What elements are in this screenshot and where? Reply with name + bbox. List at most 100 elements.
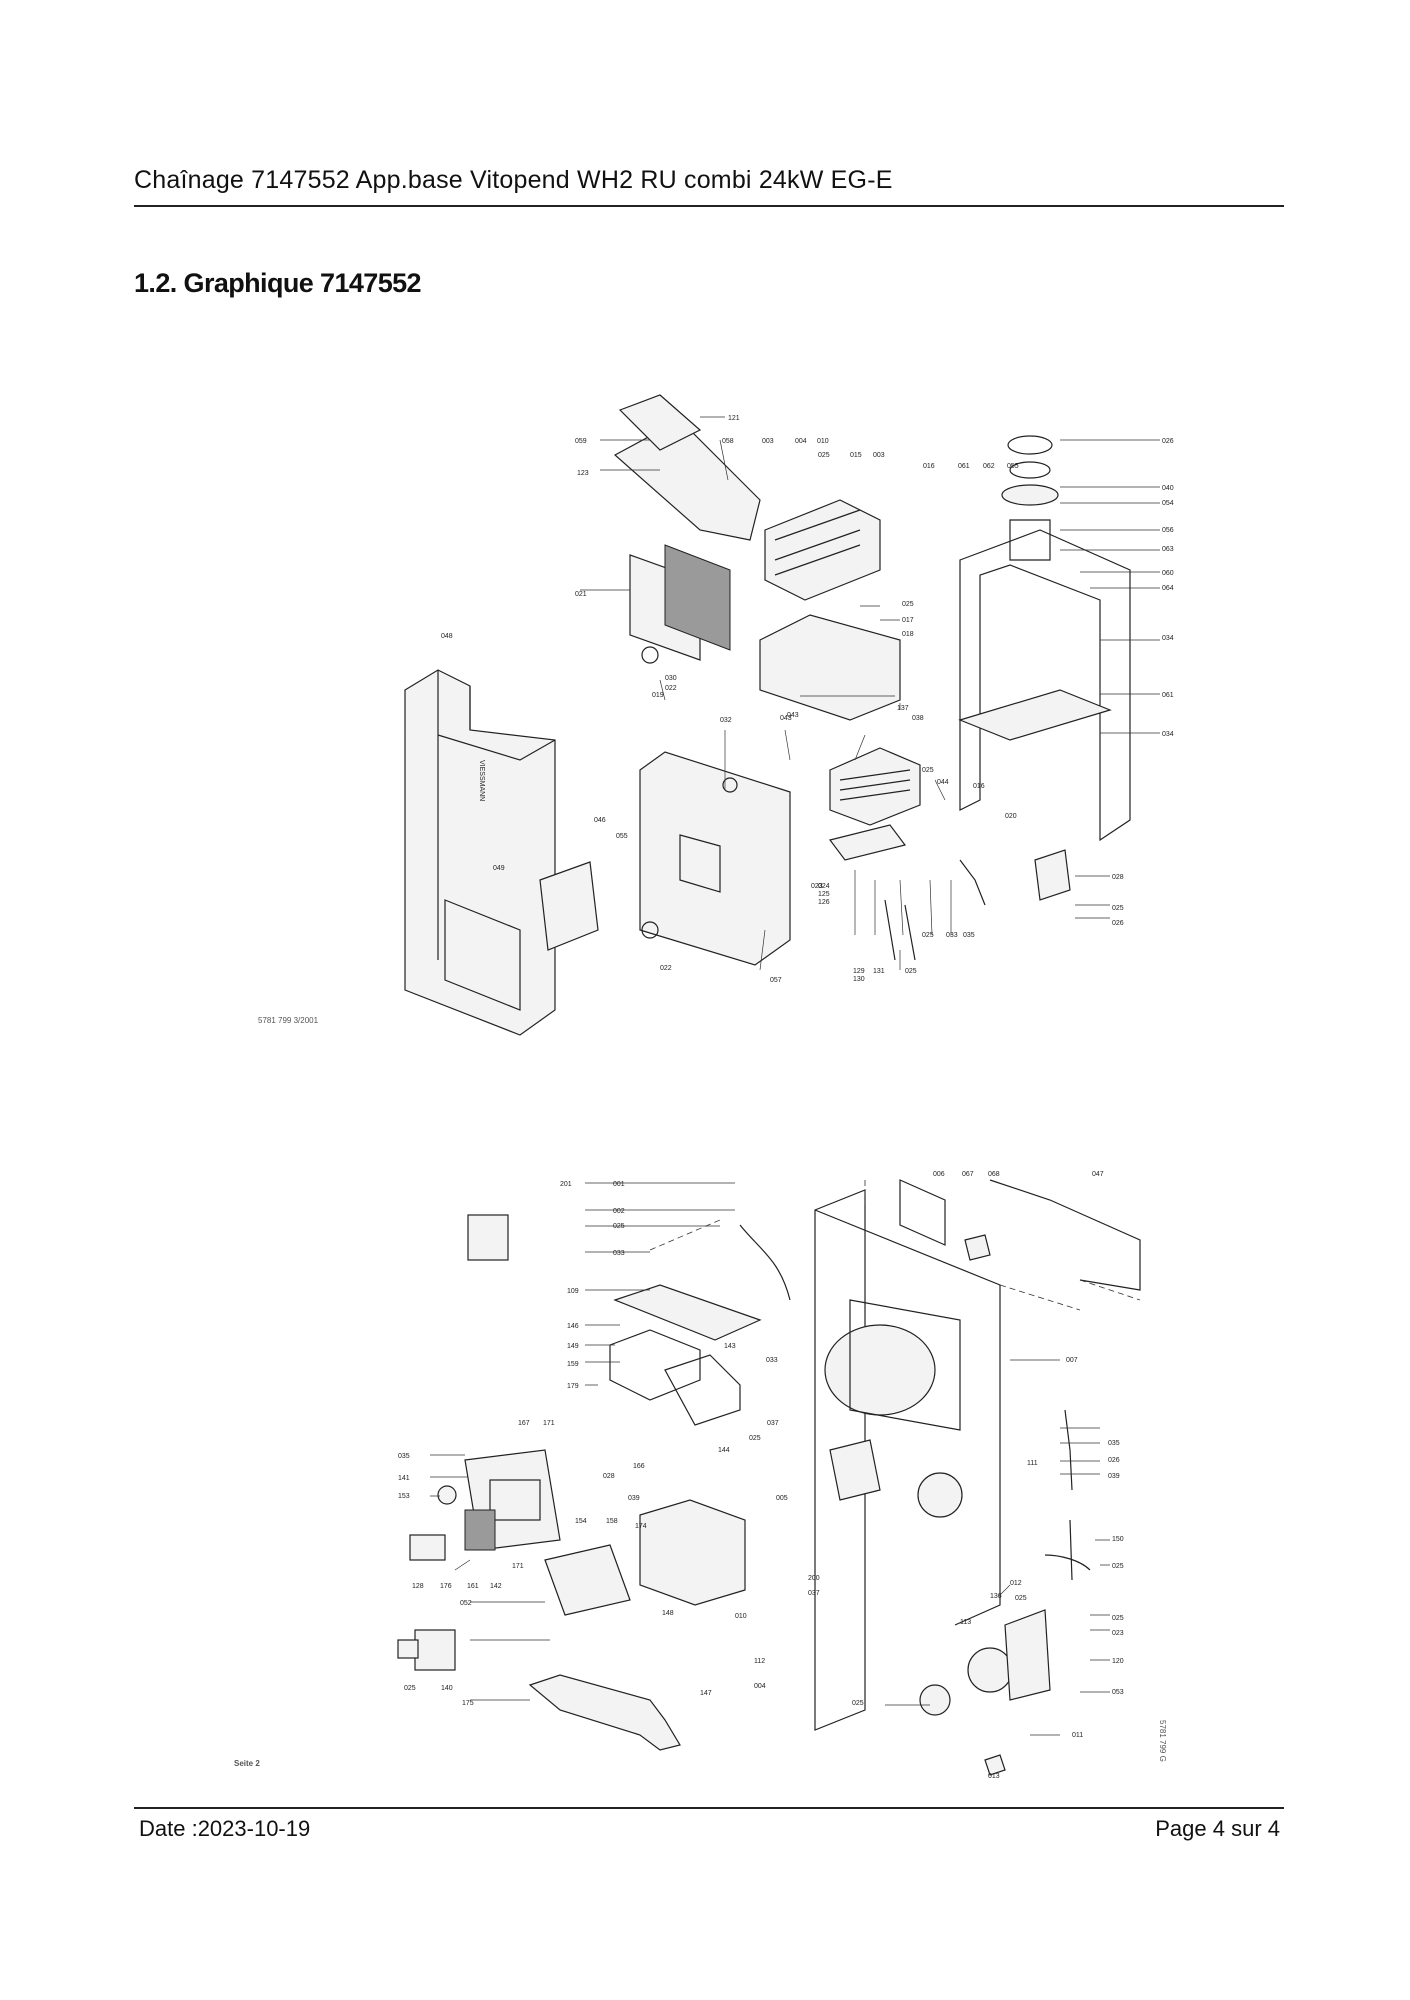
control-module-box — [467, 1214, 509, 1261]
brand-logo-text: VIESSMANN — [478, 760, 485, 801]
callout-label: 025 — [1015, 1595, 1027, 1602]
hydraulic-block — [1004, 1609, 1051, 1701]
callout-label: 015 — [850, 452, 862, 459]
callout-label: 016 — [923, 463, 935, 470]
callout-label: 174 — [635, 1523, 647, 1530]
callout-label: 003 — [762, 438, 774, 445]
flue-seal-ring — [1007, 435, 1053, 455]
callout-label: 025 — [749, 1435, 761, 1442]
callout-label: 055 — [1007, 463, 1019, 470]
callout-label: 144 — [718, 1447, 730, 1454]
callout-label: 035 — [1108, 1440, 1120, 1447]
callout-label: 129 — [853, 968, 865, 975]
document-header-title: Chaînage 7147552 App.base Vitopend WH2 R… — [134, 166, 893, 194]
callout-label: 054 — [1162, 500, 1174, 507]
plate-heat-exchanger — [639, 1499, 746, 1606]
callout-label: 125 — [818, 891, 830, 898]
callout-label: 017 — [902, 617, 914, 624]
callout-label: 026 — [1112, 920, 1124, 927]
callout-label: 140 — [441, 1685, 453, 1692]
callout-label: 025 — [404, 1685, 416, 1692]
callout-label: 154 — [575, 1518, 587, 1525]
callout-label: 063 — [1162, 546, 1174, 553]
callout-label: 010 — [735, 1613, 747, 1620]
callout-label: 025 — [1112, 1563, 1124, 1570]
callout-label: 022 — [665, 685, 677, 692]
callout-label: 046 — [594, 817, 606, 824]
callout-label: 062 — [983, 463, 995, 470]
callout-label: 002 — [613, 1208, 625, 1215]
top-diagram-reference: 5781 799 3/2001 — [258, 1016, 319, 1025]
callout-label: 026 — [1108, 1457, 1120, 1464]
callout-label: 035 — [963, 932, 975, 939]
bottom-diagram-reference: 5781 799 G — [1158, 1720, 1167, 1762]
top-cover-plate — [613, 1284, 762, 1341]
callout-label: 025 — [922, 767, 934, 774]
callout-label: 049 — [493, 865, 505, 872]
fan-hood — [613, 419, 761, 541]
callout-label: 040 — [1162, 485, 1174, 492]
fan-motor — [618, 394, 702, 451]
callout-label: 025 — [613, 1223, 625, 1230]
callout-label: 013 — [988, 1773, 1000, 1780]
callout-label: 025 — [1112, 1615, 1124, 1622]
callout-label: 126 — [818, 899, 830, 906]
callout-label: 128 — [412, 1583, 424, 1590]
callout-label: 146 — [567, 1323, 579, 1330]
callout-label: 121 — [728, 415, 740, 422]
callout-label: 003 — [873, 452, 885, 459]
callout-label: 037 — [808, 1590, 820, 1597]
callout-label: 028 — [603, 1473, 615, 1480]
callout-label: 023 — [811, 883, 823, 890]
callout-label: 035 — [398, 1453, 410, 1460]
callout-label: 200 — [808, 1575, 820, 1582]
callout-label: 060 — [1162, 570, 1174, 577]
callout-label: 061 — [1162, 692, 1174, 699]
callout-label: 025 — [818, 452, 830, 459]
callout-label: 143 — [724, 1343, 736, 1350]
callout-label: 025 — [1112, 905, 1124, 912]
section-title: 1.2. Graphique 7147552 — [134, 268, 422, 298]
display-module — [409, 1534, 446, 1561]
callout-label: 059 — [575, 438, 587, 445]
callout-label: 068 — [988, 1171, 1000, 1178]
callout-label: 020 — [1005, 813, 1017, 820]
callout-label: 111 — [1027, 1460, 1038, 1467]
combustion-chamber — [759, 614, 901, 721]
callout-label: 149 — [567, 1343, 579, 1350]
callout-label: 058 — [722, 438, 734, 445]
callout-label: 167 — [518, 1420, 530, 1427]
wall-bracket — [989, 1179, 1141, 1291]
callout-label: 039 — [1108, 1473, 1120, 1480]
callout-label: 158 — [606, 1518, 618, 1525]
callout-label: 061 — [958, 463, 970, 470]
callout-label: 019 — [652, 692, 664, 699]
heat-exchanger — [764, 499, 881, 601]
callout-label: 113 — [960, 1619, 971, 1626]
callout-label: 159 — [567, 1361, 579, 1368]
callout-label: 032 — [720, 717, 732, 724]
callout-label: 048 — [441, 633, 453, 640]
callout-label: 057 — [770, 977, 782, 984]
top-exploded-view: VIESSMANN — [258, 394, 1174, 1036]
side-casing-panel — [639, 751, 791, 966]
remote-control-unit — [414, 1629, 456, 1671]
callout-label: 064 — [1162, 585, 1174, 592]
callout-label: 053 — [1112, 1689, 1124, 1696]
callout-label: 150 — [1112, 1536, 1124, 1543]
pump-head — [917, 1472, 963, 1518]
callout-label: 037 — [767, 1420, 779, 1427]
callout-label: 026 — [1162, 438, 1174, 445]
footer-divider — [134, 1807, 1284, 1809]
callout-label: 024 — [818, 883, 830, 890]
callout-label: 011 — [1072, 1732, 1083, 1739]
callout-label: 010 — [817, 438, 829, 445]
callout-label: 137 — [897, 705, 909, 712]
callout-label: 052 — [460, 1600, 472, 1607]
callout-label: 012 — [1010, 1580, 1022, 1587]
callout-label: 176 — [440, 1583, 452, 1590]
wiring-tray — [544, 1544, 631, 1616]
callout-label: 034 — [1162, 635, 1174, 642]
